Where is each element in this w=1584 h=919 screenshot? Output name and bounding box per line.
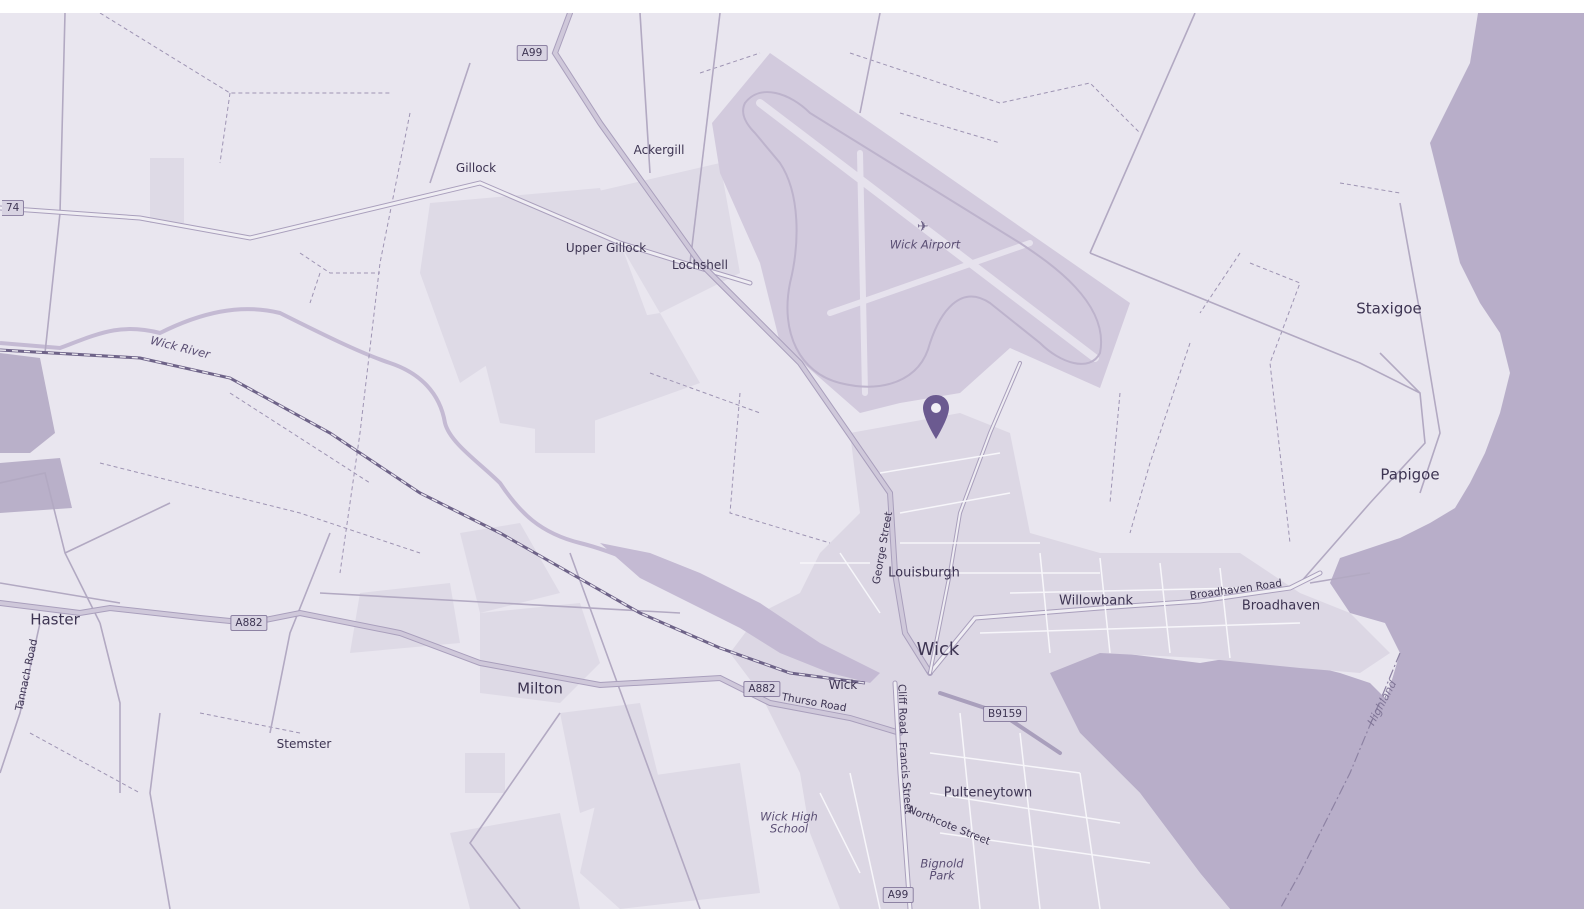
place-label-gillock: Gillock — [455, 161, 497, 175]
place-label-milton: Milton — [517, 679, 563, 698]
field-patches — [150, 158, 760, 909]
place-label-pulteneytown: Pulteneytown — [943, 785, 1033, 801]
street-label-cliff-road: Cliff Road — [895, 683, 910, 735]
road-shield-a99-south: A99 — [882, 886, 914, 904]
place-label-louisburgh: Louisburgh — [888, 565, 960, 581]
place-label-wick-high-school: Wick High School — [760, 809, 818, 835]
place-label-broadhaven: Broadhaven — [1241, 598, 1321, 614]
map-pin-icon[interactable] — [921, 393, 951, 443]
footpaths — [29, 13, 1401, 794]
map-view[interactable]: Ackergill Gillock Upper Gillock Lochshel… — [0, 13, 1584, 909]
runways — [756, 99, 1099, 396]
road-shield-a882-west: A882 — [230, 614, 268, 632]
place-label-staxigoe: Staxigoe — [1356, 299, 1422, 318]
place-label-upper-gillock: Upper Gillock — [565, 241, 647, 255]
place-label-willowbank: Willowbank — [1059, 593, 1133, 609]
road-shield-a99-north: A99 — [516, 44, 548, 62]
major-roads — [0, 13, 1323, 909]
admin-boundary — [1279, 652, 1401, 909]
river-estuary — [600, 543, 880, 683]
taxiway — [742, 91, 1103, 388]
road-shield-a74-partial: 74 — [2, 199, 25, 217]
place-label-stemster: Stemster — [276, 737, 332, 751]
place-label-bignold-park: Bignold Park — [920, 856, 964, 882]
railway — [0, 348, 866, 685]
place-label-wick-airport: Wick Airport — [889, 237, 961, 252]
road-shield-b9159: B9159 — [983, 705, 1027, 723]
place-label-papigoe: Papigoe — [1380, 465, 1440, 484]
place-label-haster: Haster — [30, 610, 80, 629]
minor-roads — [0, 13, 1441, 909]
place-label-wick: Wick — [916, 639, 960, 660]
forest-patch — [0, 353, 72, 513]
road-shield-a882-east: A882 — [743, 680, 781, 698]
town-streets — [800, 452, 1301, 909]
place-label-ackergill: Ackergill — [633, 143, 685, 157]
place-label-lochshell: Lochshell — [672, 258, 728, 272]
basemap — [0, 13, 1584, 909]
sea — [1040, 13, 1584, 909]
place-label-wick-station: Wick — [828, 678, 858, 692]
airplane-icon: ✈ — [917, 219, 929, 235]
